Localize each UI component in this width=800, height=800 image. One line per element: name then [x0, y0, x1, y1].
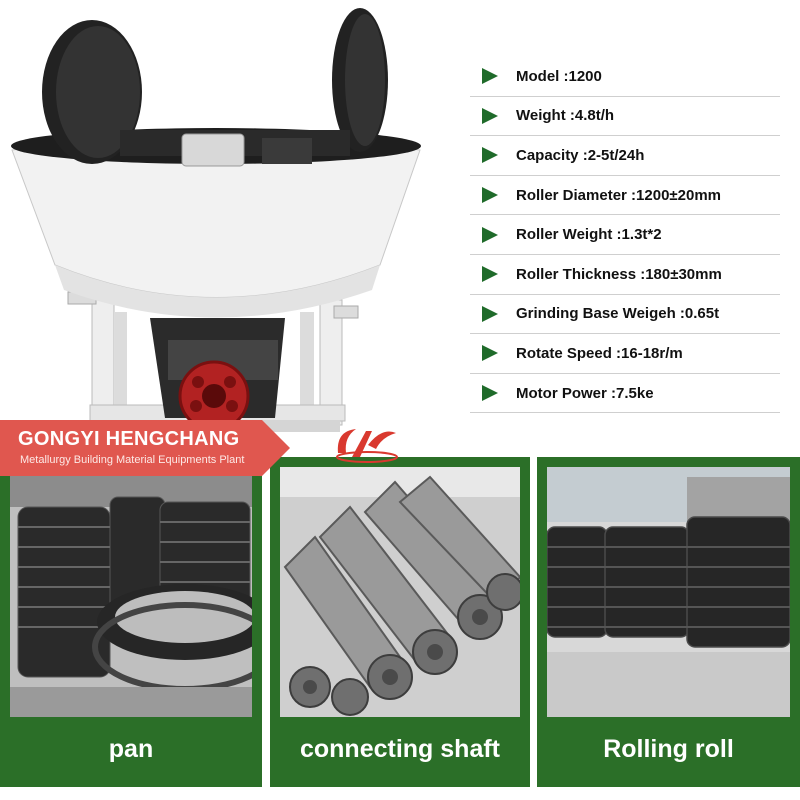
spec-text: Model :1200	[516, 67, 602, 85]
spec-grinding-base-weight: Grinding Base Weigeh :0.65t	[470, 295, 780, 335]
spec-rotate-speed: Rotate Speed :16-18r/m	[470, 334, 780, 374]
spec-text: Motor Power :7.5ke	[516, 384, 654, 402]
spec-text: Grinding Base Weigeh :0.65t	[516, 305, 720, 323]
arrow-right-icon	[482, 226, 498, 243]
pan-panel: pan	[0, 457, 262, 787]
arrow-right-icon	[482, 147, 498, 164]
spec-text: Roller Thickness :180±30mm	[516, 265, 722, 283]
spec-text: Weight :4.8t/h	[516, 107, 615, 125]
spec-roller-weight: Roller Weight :1.3t*2	[470, 215, 780, 255]
spec-roller-diameter: Roller Diameter :1200±20mm	[470, 176, 780, 216]
arrow-right-icon	[482, 345, 498, 362]
arrow-right-icon	[482, 187, 498, 204]
spec-list: Model :1200 Weight :4.8t/h Capacity :2-5…	[470, 57, 780, 414]
connecting-shaft-photo	[280, 467, 520, 717]
rolling-roll-label: Rolling roll	[603, 735, 734, 763]
arrow-right-icon	[482, 68, 498, 85]
brand-tagline: Metallurgy Building Material Equipments …	[20, 454, 245, 466]
pan-label: pan	[108, 735, 154, 763]
spec-model: Model :1200	[470, 57, 780, 97]
connecting-shaft-label: connecting shaft	[299, 735, 500, 763]
arrow-right-icon	[482, 266, 498, 283]
arrow-right-icon	[482, 107, 498, 124]
spec-text: Rotate Speed :16-18r/m	[516, 344, 683, 362]
arrow-right-icon	[482, 385, 498, 402]
company-logo	[332, 423, 402, 467]
spec-weight: Weight :4.8t/h	[470, 97, 780, 137]
spec-roller-thickness: Roller Thickness :180±30mm	[470, 255, 780, 295]
spec-motor-power: Motor Power :7.5ke	[470, 374, 780, 414]
spec-text: Roller Diameter :1200±20mm	[516, 186, 721, 204]
wet-pan-mill-photo	[0, 0, 430, 445]
rolling-roll-photo	[547, 467, 790, 717]
pan-photo	[10, 467, 252, 717]
rolling-roll-panel: Rolling roll	[537, 457, 800, 787]
connecting-shaft-panel: connecting shaft	[270, 457, 530, 787]
spec-capacity: Capacity :2-5t/24h	[470, 136, 780, 176]
spec-text: Capacity :2-5t/24h	[516, 146, 645, 164]
brand-banner: GONGYI HENGCHANG Metallurgy Building Mat…	[0, 420, 290, 476]
brand-name: GONGYI HENGCHANG	[18, 428, 240, 450]
arrow-right-icon	[482, 305, 498, 322]
spec-text: Roller Weight :1.3t*2	[516, 226, 662, 244]
